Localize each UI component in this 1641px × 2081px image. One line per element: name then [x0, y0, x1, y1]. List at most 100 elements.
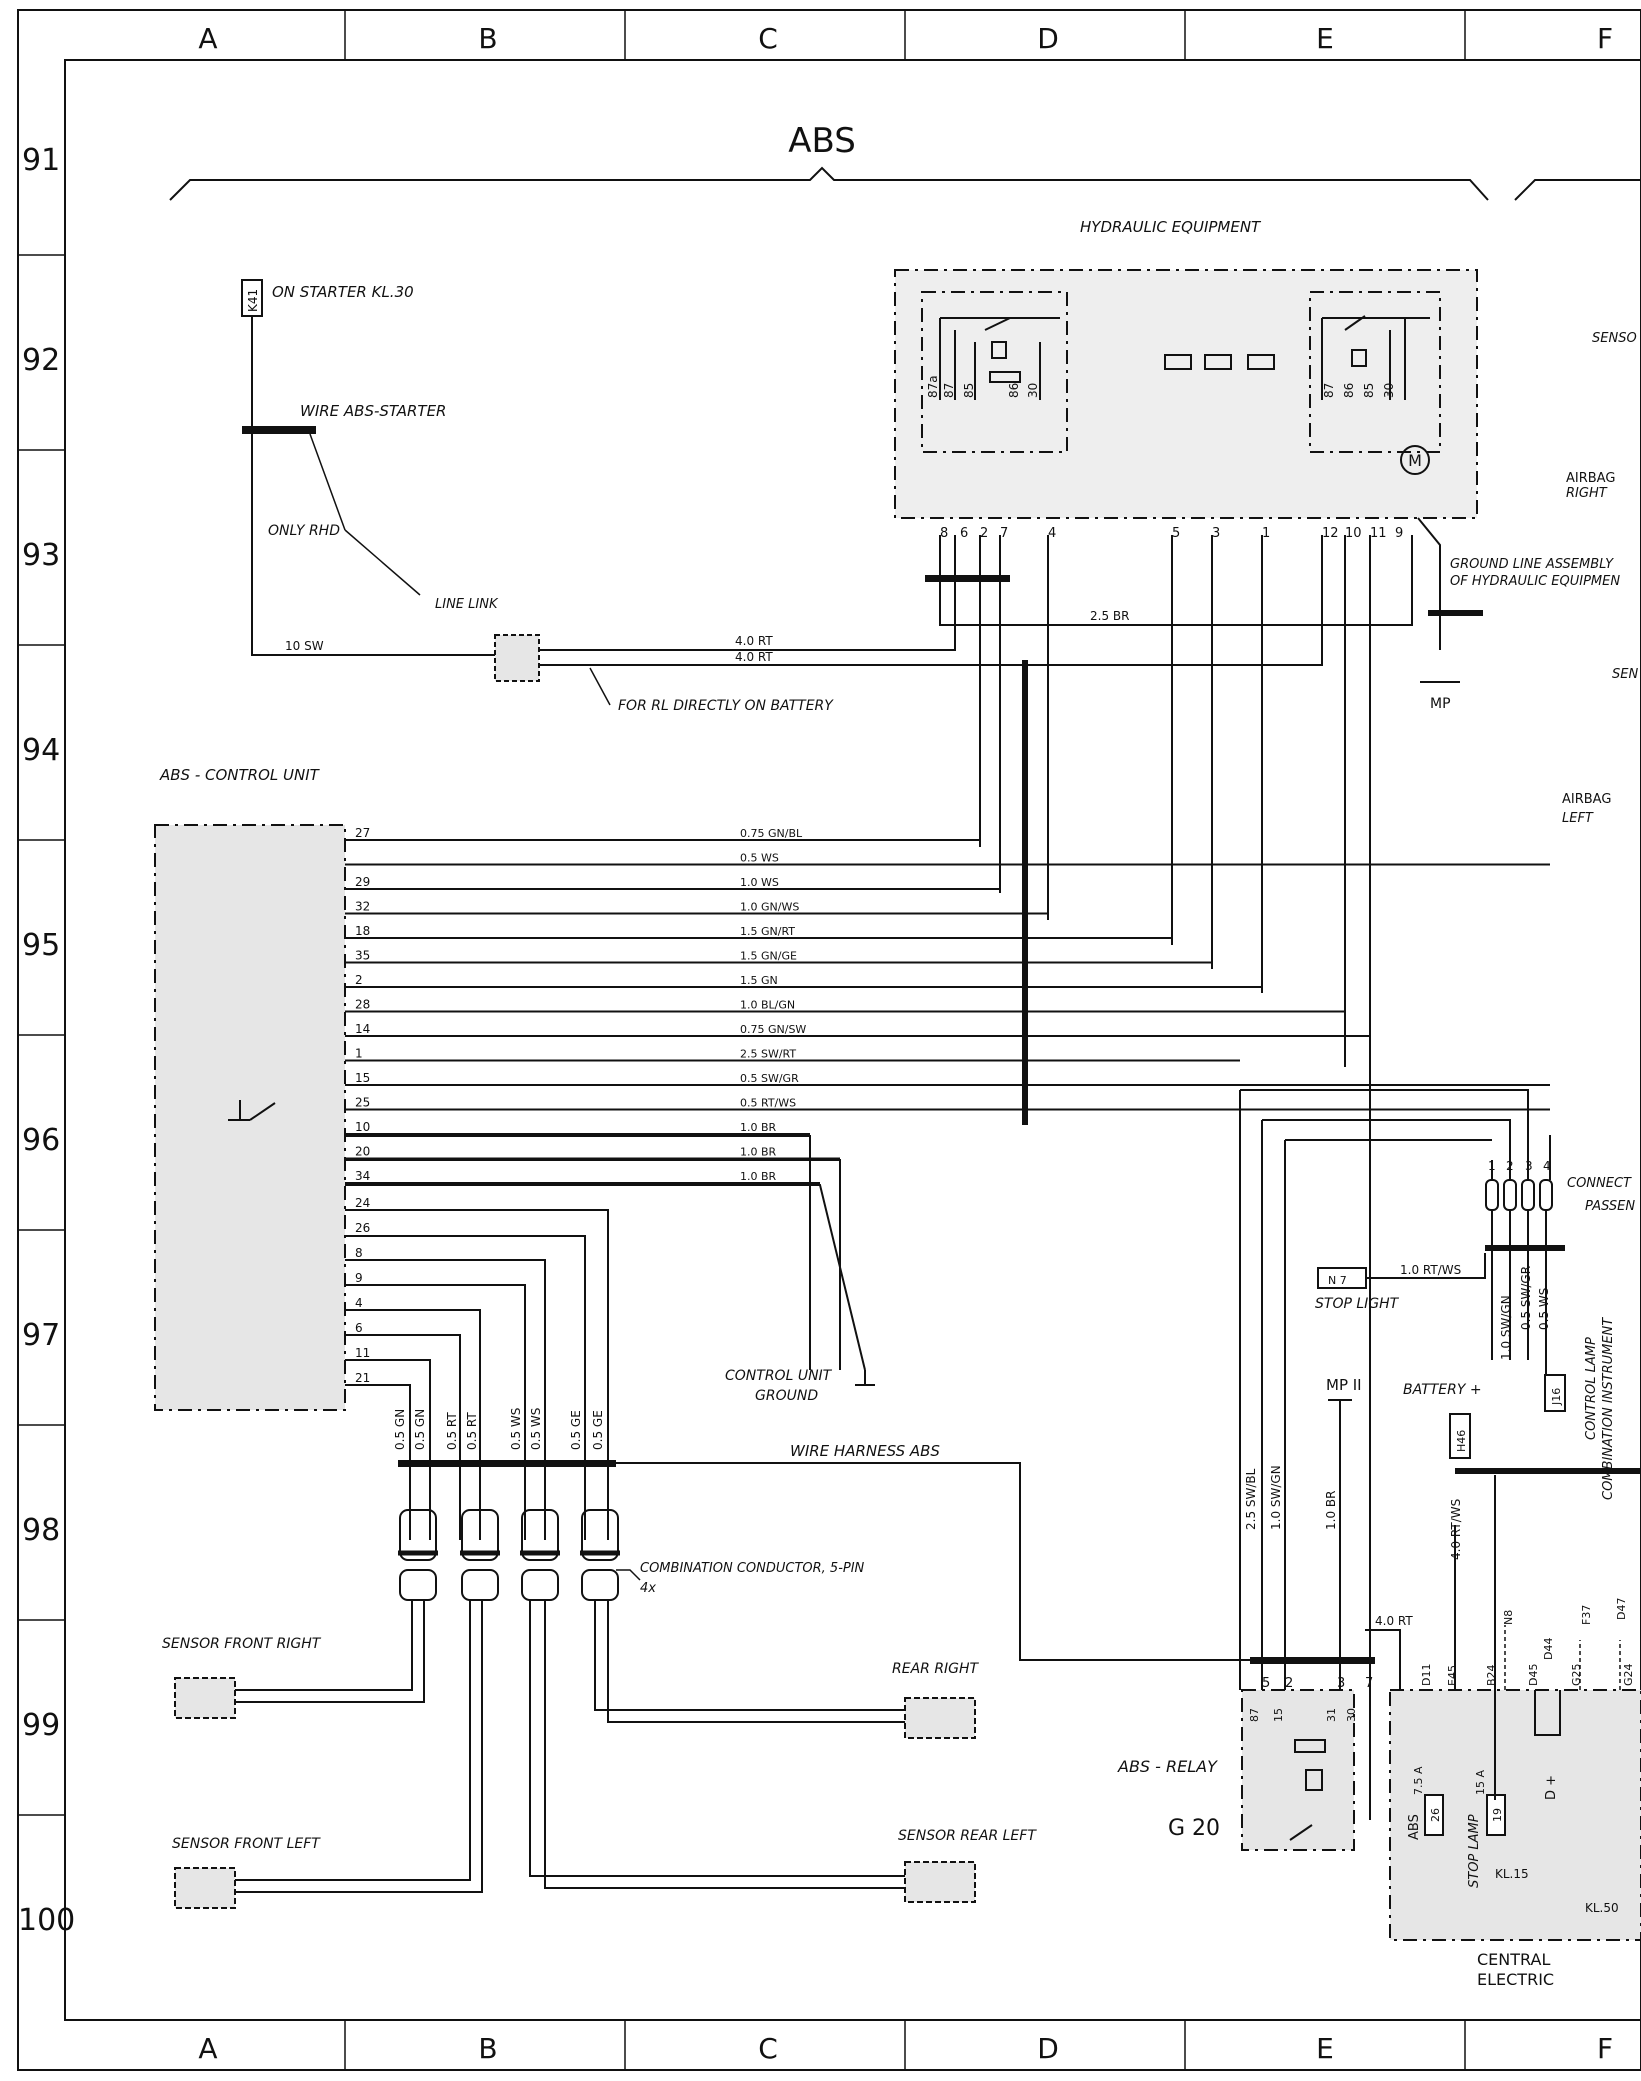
- hyd-pin: 11: [1370, 526, 1387, 541]
- line-link-connector: [494, 634, 540, 682]
- sensor-wire-label: 0.5 GE: [569, 1410, 583, 1450]
- sensor-rear-right-label: REAR RIGHT: [892, 1661, 980, 1677]
- k41-label: K41: [246, 289, 260, 312]
- control-unit-lower-pin: 8: [355, 1246, 363, 1260]
- central-pin: G25: [1570, 1663, 1583, 1686]
- hydraulic-equipment-box: [894, 269, 1478, 519]
- wire-10br-label: 1.0 BR: [1324, 1491, 1338, 1530]
- col-label-bottom-e: E: [1316, 2032, 1334, 2065]
- sensor-rear-right: [904, 1697, 976, 1739]
- central-pin: B24: [1485, 1664, 1498, 1686]
- central-electric-label-2: ELECTRIC: [1477, 1970, 1554, 1989]
- control-unit-wire-label: 0.5 WS: [740, 852, 779, 865]
- col-label-top-f: F: [1597, 22, 1613, 55]
- row-label-94: 94: [22, 733, 60, 768]
- hyd-pin: 1: [1262, 526, 1270, 541]
- airbag-left-label-1: AIRBAG: [1562, 792, 1611, 807]
- sensor-wire-label: 0.5 WS: [509, 1408, 523, 1450]
- hyd-inner-pin: 30: [1382, 383, 1396, 398]
- mp2-label: MP II: [1326, 1376, 1362, 1394]
- airbag-left-label-2: LEFT: [1562, 811, 1594, 826]
- col-label-top-a: A: [198, 22, 217, 55]
- hyd-pin: 9: [1395, 526, 1403, 541]
- mp-label: MP: [1430, 696, 1451, 712]
- relay-pin: 7: [1365, 1676, 1373, 1691]
- airbag-right-label-1: AIRBAG: [1566, 471, 1615, 486]
- wire-40rt-b-label: 4.0 RT: [735, 650, 773, 664]
- control-unit-lower-pin: 9: [355, 1271, 363, 1285]
- battery-wires: [539, 535, 1323, 666]
- row-label-97: 97: [22, 1318, 60, 1353]
- control-unit-wire-label: 2.5 SW/RT: [740, 1048, 796, 1061]
- relay-pin: 5: [1262, 1676, 1270, 1691]
- central-electric: [1389, 1689, 1641, 1941]
- sensor-front-right-label: SENSOR FRONT RIGHT: [162, 1636, 322, 1652]
- control-unit-pin: 1: [355, 1047, 363, 1061]
- hyd-inner-pin: 87: [942, 383, 956, 398]
- for-rl-label: FOR RL DIRECTLY ON BATTERY: [618, 698, 834, 714]
- row-label-98: 98: [22, 1513, 60, 1548]
- control-unit-lower-pin: 4: [355, 1296, 363, 1310]
- control-unit-wire-label: 1.5 GN/GE: [740, 950, 797, 963]
- row-label-93: 93: [22, 538, 60, 573]
- arrow-label: N8: [1502, 1610, 1515, 1625]
- relay-pin: 2: [1285, 1676, 1293, 1691]
- sensor-front-right: [174, 1677, 236, 1719]
- arrow-label: D47: [1615, 1598, 1628, 1620]
- relay-inner: 15: [1272, 1708, 1285, 1722]
- h46-label: H46: [1455, 1430, 1468, 1452]
- row-label-92: 92: [22, 343, 60, 378]
- airbag-right-label-2: RIGHT: [1566, 486, 1608, 501]
- control-unit-wire-label: 1.0 BR: [740, 1146, 777, 1159]
- hyd-inner-pin: 30: [1026, 383, 1040, 398]
- hyd-pin: 7: [1000, 526, 1008, 541]
- hydraulic-equipment-label: HYDRAULIC EQUIPMENT: [1080, 218, 1262, 236]
- relay-wires: [1239, 1090, 1401, 1690]
- row-label-95: 95: [22, 928, 60, 963]
- col-label-top-d: D: [1037, 22, 1059, 55]
- control-unit-pin: 2: [355, 973, 363, 987]
- col-label-top-c: C: [758, 22, 778, 55]
- stop-lamp-fuse-label: STOP LAMP: [1467, 1814, 1482, 1888]
- central-electric-label-1: CENTRAL: [1477, 1950, 1550, 1969]
- central-pin: G24: [1622, 1663, 1635, 1686]
- wire-10swgn-label: 1.0 SW/GN: [1269, 1465, 1283, 1530]
- wire-40rtws-label: 4.0 RT/WS: [1449, 1499, 1463, 1560]
- fuse-15-label: 15 A: [1474, 1770, 1487, 1795]
- col-label-bottom-a: A: [198, 2032, 217, 2065]
- row-label-100: 100: [18, 1903, 75, 1938]
- hydraulic-relay-internals: [939, 315, 1430, 400]
- hyd-inner-pin: 86: [1342, 383, 1356, 398]
- stop-light-wire: [1366, 1253, 1486, 1279]
- wire-harness-abs-bar: [398, 1460, 616, 1467]
- central-pin: E45: [1446, 1665, 1459, 1686]
- row-label-91: 91: [22, 143, 60, 178]
- abs-control-unit-label: ABS - CONTROL UNIT: [159, 766, 321, 784]
- row-grid: [18, 254, 65, 1816]
- wire-10sw-label: 10 SW: [285, 639, 324, 653]
- hyd-inner-pin: 85: [962, 383, 976, 398]
- wire-25br-label: 2.5 BR: [1090, 609, 1129, 623]
- g20-label: G 20: [1168, 1816, 1220, 1841]
- wire-abs-starter-clamp: [242, 426, 316, 434]
- hyd-inner-pin: 87: [1322, 383, 1336, 398]
- control-unit-pin: 32: [355, 900, 370, 914]
- hyd-pin: 3: [1212, 526, 1220, 541]
- sensor-rear-left-label: SENSOR REAR LEFT: [898, 1828, 1037, 1844]
- fuse-26-num: 26: [1429, 1808, 1442, 1822]
- fuse-26: [1424, 1794, 1444, 1836]
- wire-harness-abs-label: WIRE HARNESS ABS: [790, 1442, 940, 1460]
- control-unit-wire-label: 0.5 SW/GR: [740, 1072, 799, 1085]
- control-unit-pin: 20: [355, 1145, 370, 1159]
- col-label-bottom-b: B: [478, 2032, 497, 2065]
- relay-inner: 87: [1248, 1708, 1261, 1722]
- hydraulic-relay-2: [1309, 291, 1441, 453]
- connector-wires: [1240, 1089, 1551, 1375]
- control-unit-pin: 35: [355, 949, 370, 963]
- j16-label: J16: [1550, 1388, 1563, 1406]
- on-starter-label: ON STARTER KL.30: [272, 283, 414, 301]
- abs-relay-label: ABS - RELAY: [1117, 1757, 1218, 1776]
- abs-fuse-label: ABS: [1407, 1814, 1422, 1840]
- ground-line-wire: [1417, 517, 1441, 650]
